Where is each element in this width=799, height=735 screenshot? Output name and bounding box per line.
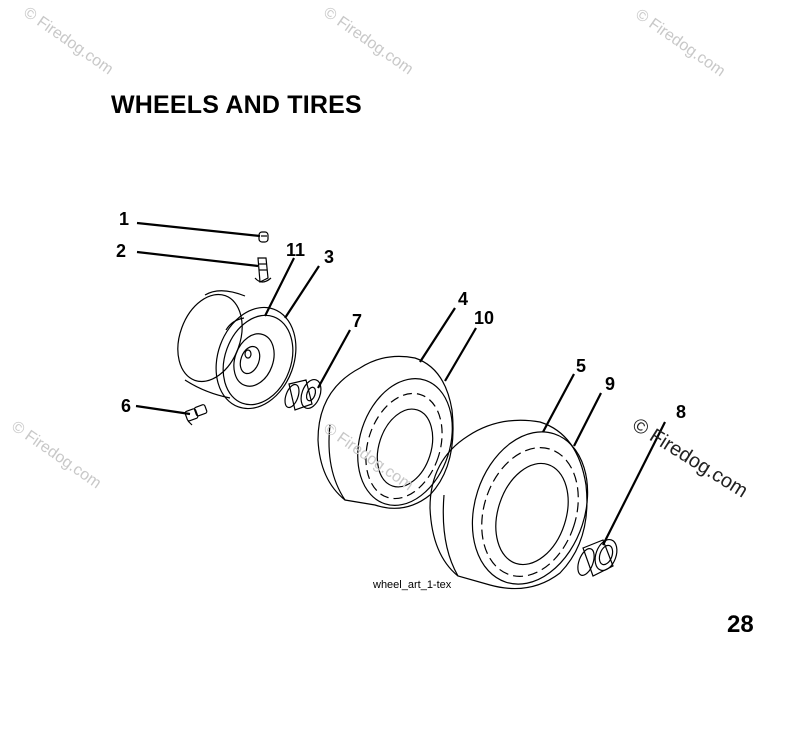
callout-5: 5 [576, 356, 586, 376]
leader-line-6 [135, 404, 191, 416]
callout-labels: 1 2 11 3 7 6 4 10 5 9 8 [116, 209, 686, 422]
callout-2: 2 [116, 241, 126, 261]
callout-10: 10 [474, 308, 494, 328]
rear-tire-part [429, 419, 589, 590]
callout-7: 7 [352, 311, 362, 331]
bushing-part [284, 378, 322, 411]
art-caption: wheel_art_1-tex [373, 579, 452, 591]
valve-cap-part [258, 231, 269, 243]
callout-1: 1 [119, 209, 129, 229]
leader-line-8 [602, 421, 666, 546]
leader-line-5 [542, 373, 575, 433]
leader-line-7 [317, 329, 351, 389]
callout-4: 4 [458, 289, 468, 309]
valve-stem-part [254, 257, 272, 283]
leader-line-1 [136, 221, 261, 238]
leader-line-11 [264, 257, 295, 317]
leader-lines [135, 221, 666, 546]
page-title: WHEELS AND TIRES [111, 91, 362, 119]
page-number: 28 [727, 611, 754, 638]
screw-part [184, 404, 208, 426]
wheel-rim-part [177, 290, 297, 410]
callout-8: 8 [676, 402, 686, 422]
hub-cap-part [577, 538, 618, 577]
leader-line-3 [284, 265, 320, 319]
leader-line-9 [573, 392, 602, 447]
leader-line-2 [136, 250, 259, 268]
callout-6: 6 [121, 396, 131, 416]
front-tire-part [317, 355, 454, 509]
leader-line-10 [444, 327, 477, 382]
callout-11: 11 [286, 240, 305, 260]
callout-9: 9 [605, 374, 615, 394]
callout-3: 3 [324, 247, 334, 267]
leader-line-4 [419, 307, 456, 363]
